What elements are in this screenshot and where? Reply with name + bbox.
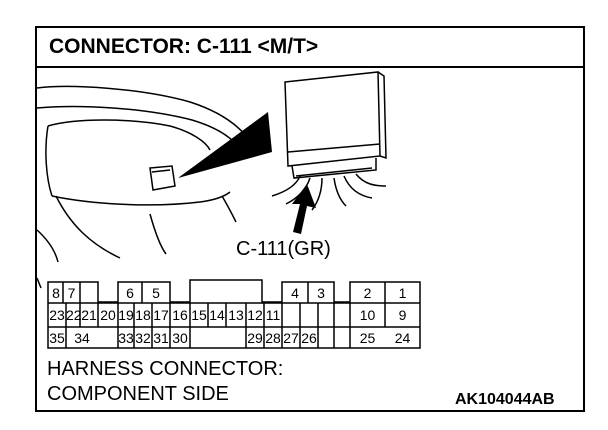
pin-29: 29 xyxy=(247,330,263,346)
arrow-icon xyxy=(292,184,316,234)
pin-34: 34 xyxy=(74,330,90,346)
figure-code: AK104044AB xyxy=(455,391,555,408)
pin-19: 19 xyxy=(118,307,134,323)
pin-35: 35 xyxy=(49,330,65,346)
pin-25: 25 xyxy=(359,330,376,346)
connector-title: CONNECTOR: C-111 <M/T> xyxy=(49,35,319,58)
caption-line-2: COMPONENT SIDE xyxy=(47,383,229,405)
pin-23: 23 xyxy=(49,307,65,323)
pin-24: 24 xyxy=(394,330,411,346)
pin-16: 16 xyxy=(172,307,188,323)
glovebox-outline xyxy=(47,119,211,151)
pin-9: 9 xyxy=(398,307,407,323)
pin-10: 10 xyxy=(359,307,376,323)
pin-32: 32 xyxy=(135,330,151,346)
dash-lower-line xyxy=(55,195,121,259)
pin-31: 31 xyxy=(153,330,169,346)
pin-2: 2 xyxy=(363,285,372,301)
pin-30: 30 xyxy=(172,330,188,346)
connector-label: C-111(GR) xyxy=(236,238,331,260)
pin-11: 11 xyxy=(265,307,281,323)
pin-5: 5 xyxy=(152,285,160,301)
pin-4: 4 xyxy=(291,285,299,301)
pin-14: 14 xyxy=(209,307,225,323)
pin-17: 17 xyxy=(153,307,169,323)
pin-22: 22 xyxy=(66,307,82,323)
pin-21: 21 xyxy=(81,307,97,323)
harness-wire xyxy=(271,175,301,197)
dash-top-line xyxy=(36,85,249,139)
pin-27: 27 xyxy=(283,330,299,346)
pin-8: 8 xyxy=(52,285,60,301)
pin-33: 33 xyxy=(118,330,134,346)
pin-3: 3 xyxy=(317,285,325,301)
caption-line-1: HARNESS CONNECTOR: xyxy=(47,358,284,380)
pin-grid xyxy=(47,279,421,349)
pin-18: 18 xyxy=(135,307,151,323)
pin-15: 15 xyxy=(191,307,207,323)
component-box xyxy=(284,71,381,167)
pin-13: 13 xyxy=(228,307,244,323)
pin-6: 6 xyxy=(126,285,134,301)
pin-12: 12 xyxy=(247,307,263,323)
pin-26: 26 xyxy=(301,330,317,346)
pin-1: 1 xyxy=(398,285,407,301)
pin-7: 7 xyxy=(67,285,76,301)
title-divider xyxy=(37,66,583,68)
pin-20: 20 xyxy=(100,307,116,323)
callout-wedge xyxy=(178,112,272,178)
dash-connector xyxy=(149,165,176,191)
pin-28: 28 xyxy=(265,330,281,346)
